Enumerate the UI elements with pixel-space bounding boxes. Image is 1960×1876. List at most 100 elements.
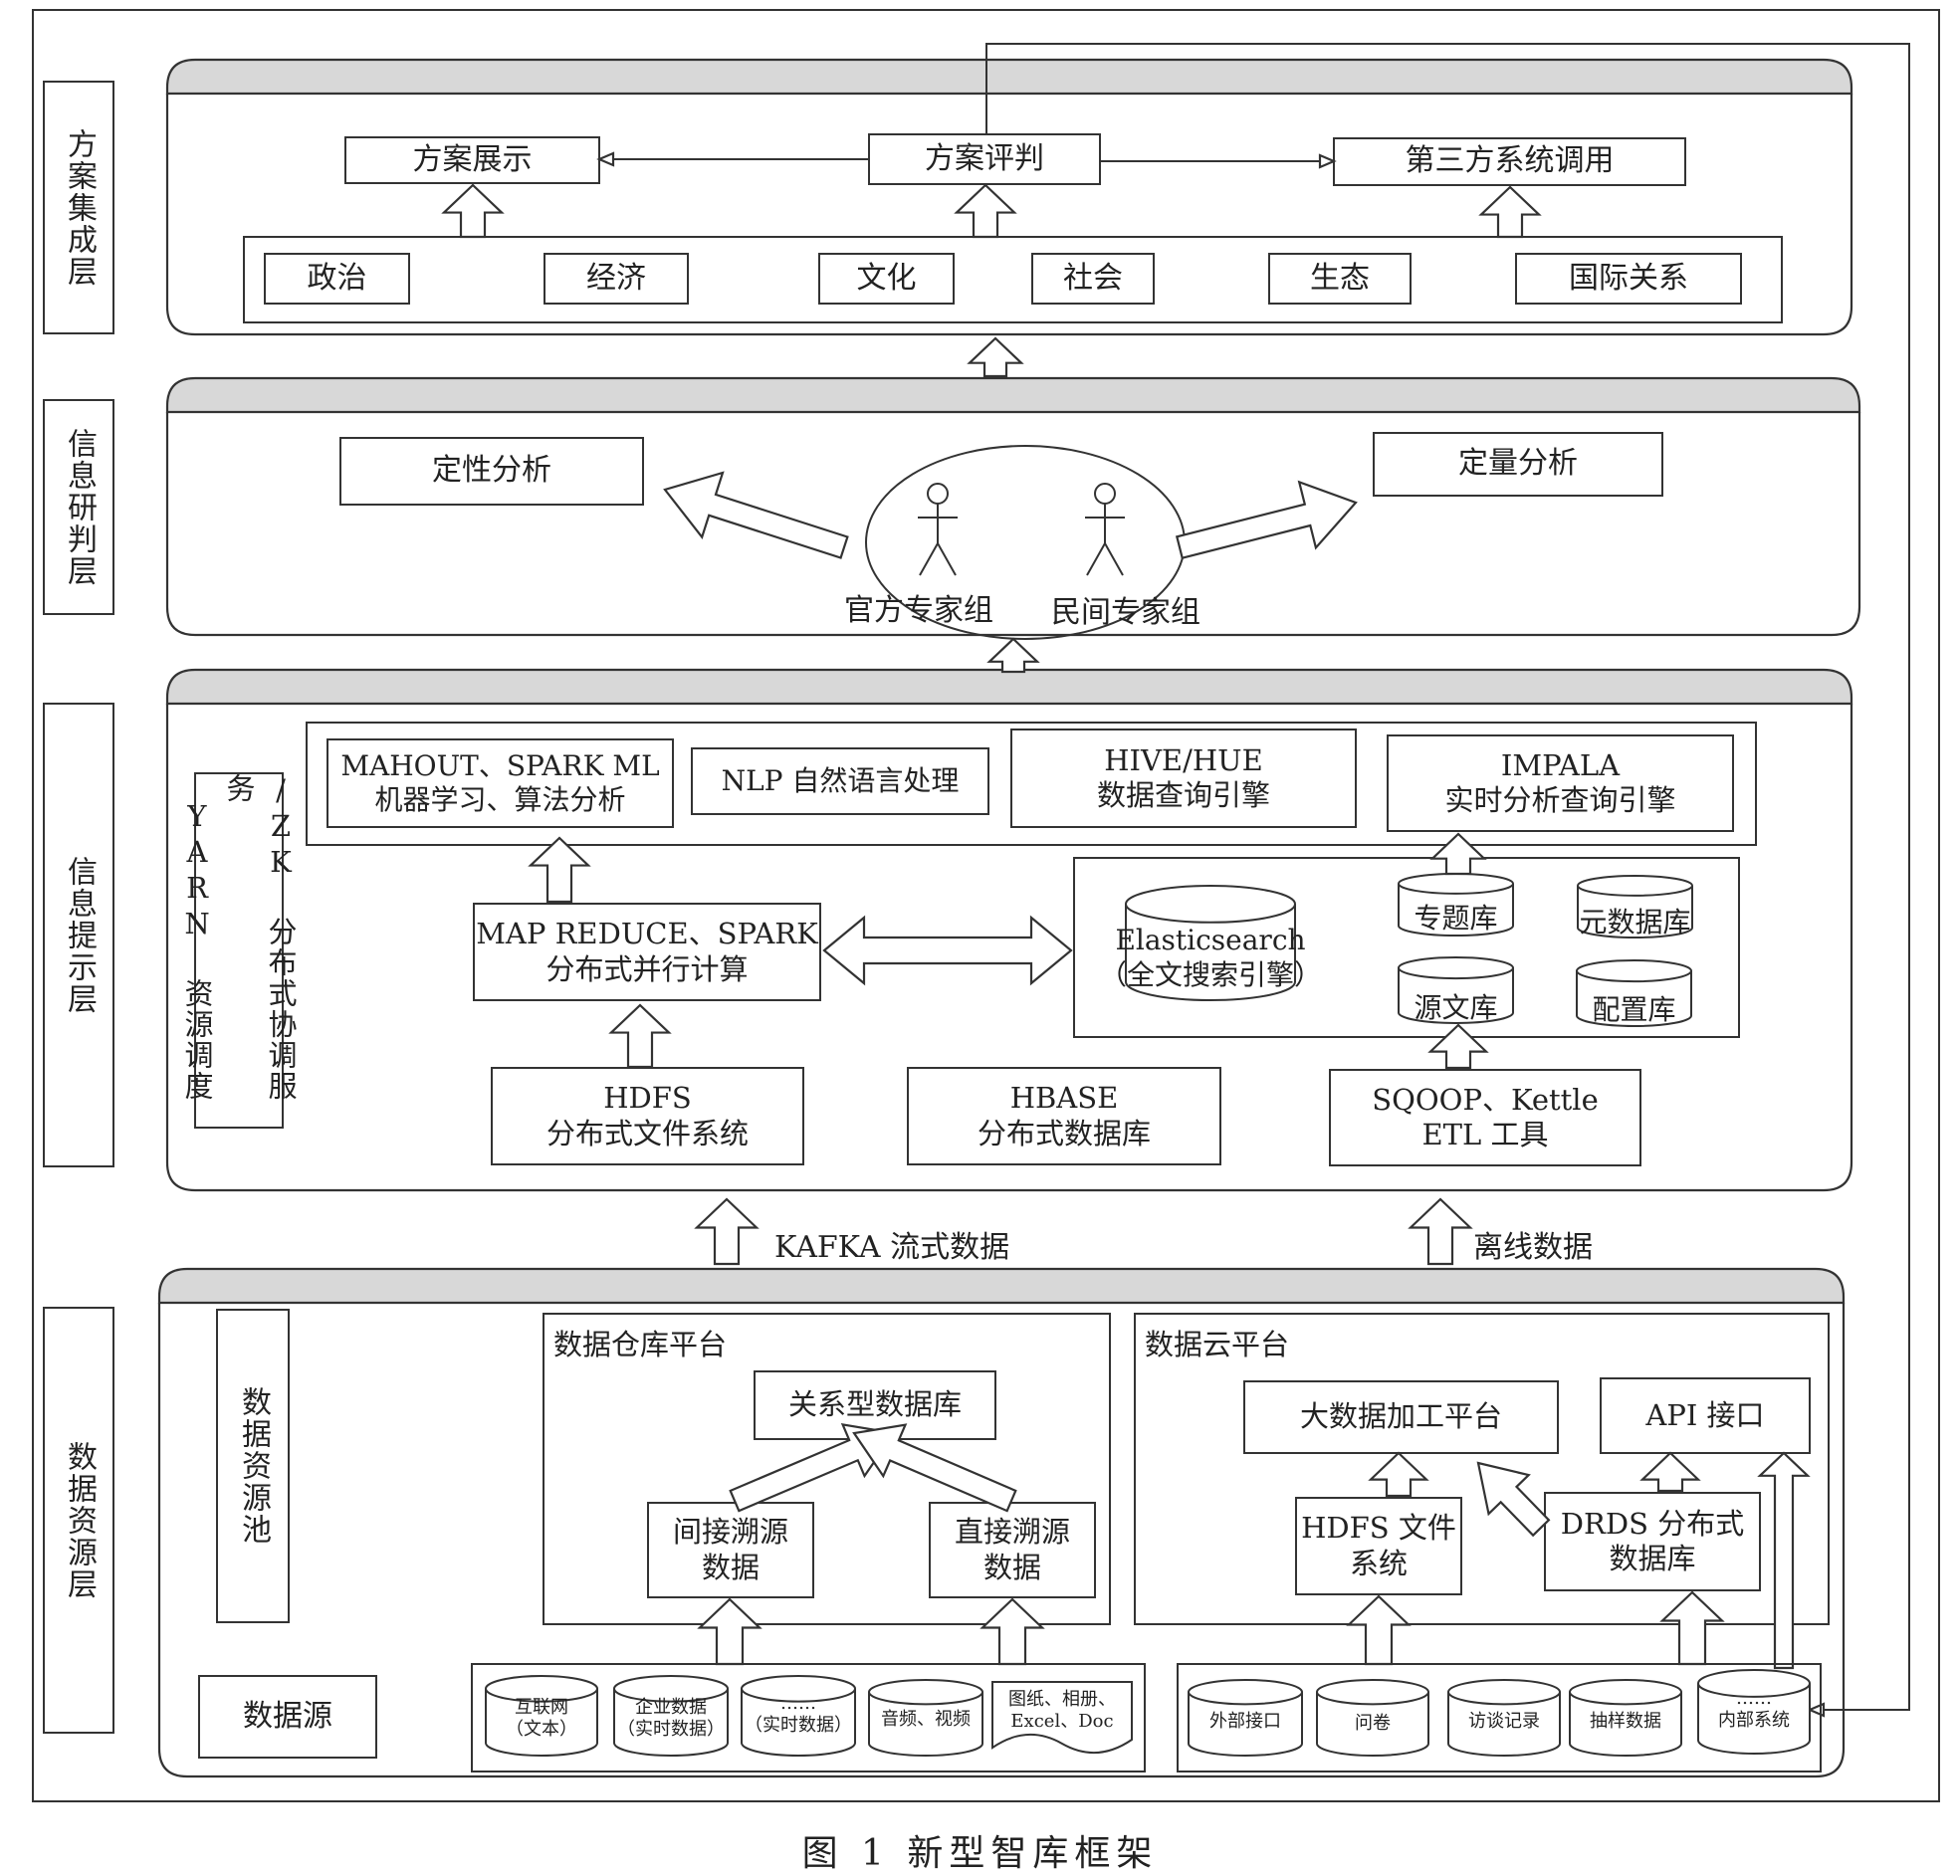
offline-data-label: 离线数据 bbox=[1473, 1230, 1593, 1265]
nlp-box: NLP 自然语言处理 bbox=[721, 763, 960, 797]
questionnaire-cylinder-body bbox=[1316, 1692, 1429, 1757]
official-expert-actor-right-leg bbox=[937, 542, 957, 576]
nlp-frame bbox=[691, 747, 989, 815]
evaluate-to-display-head bbox=[596, 151, 615, 167]
official-expert-actor-left-leg bbox=[919, 542, 939, 576]
prompt-panel-body bbox=[165, 704, 1853, 1192]
judgment-panel-header bbox=[165, 376, 1861, 414]
resource-panel-body bbox=[157, 1303, 1846, 1778]
elasticsearch-cylinder-top bbox=[1125, 885, 1296, 924]
internet-cylinder-body bbox=[485, 1688, 598, 1757]
config-db-cylinder-top bbox=[1576, 959, 1692, 983]
realtime-cylinder-body bbox=[741, 1688, 856, 1757]
cloud-container bbox=[1134, 1313, 1830, 1625]
meta-db-cylinder-top bbox=[1577, 875, 1693, 897]
source-db-label: 源文库 bbox=[1414, 990, 1498, 1024]
civil-expert-actor-left-leg bbox=[1086, 542, 1106, 576]
arrow-to-quantitative bbox=[1175, 480, 1358, 560]
mahout-frame bbox=[327, 738, 674, 828]
domain-international-frame bbox=[1515, 253, 1742, 305]
arrow-direct-to-relational bbox=[852, 1423, 1017, 1513]
source-internal-system: ……内部系统 bbox=[1718, 1688, 1790, 1731]
indirect-trace-box: 间接溯源数据 bbox=[672, 1515, 788, 1584]
sampling-cylinder-body bbox=[1569, 1692, 1682, 1757]
layer-resource-label-box bbox=[43, 1307, 114, 1734]
topic-db-cylinder-top bbox=[1398, 873, 1514, 895]
domain-society-frame bbox=[1031, 253, 1155, 305]
source-questionnaire: 问卷 bbox=[1355, 1713, 1391, 1735]
arrow-left-sources-to-direct bbox=[980, 1597, 1045, 1666]
arrow-sqoop-to-source-db bbox=[1427, 1023, 1489, 1070]
domain-economy-frame bbox=[544, 253, 689, 305]
relational-db-box: 关系型数据库 bbox=[787, 1387, 962, 1422]
evaluate-to-third-head bbox=[1318, 153, 1337, 169]
domain-culture: 文化 bbox=[856, 260, 917, 296]
api-interface-box: API 接口 bbox=[1645, 1397, 1765, 1432]
interview-cylinder-body bbox=[1447, 1692, 1561, 1757]
cloud-hdfs-box: HDFS 文件系统 bbox=[1301, 1511, 1456, 1580]
layer-label-integration: 方案集成层 bbox=[62, 127, 97, 288]
arrow-hdfs-to-mapreduce bbox=[608, 1003, 672, 1069]
arrow-cloud-hdfs-to-bigdata bbox=[1368, 1451, 1429, 1498]
config-db-label: 配置库 bbox=[1592, 992, 1676, 1026]
internal-system-cylinder-top bbox=[1697, 1669, 1811, 1698]
source-audio-video: 音频、视频 bbox=[881, 1709, 971, 1731]
analysis-container bbox=[306, 722, 1757, 846]
source-sampling-data: 抽样数据 bbox=[1590, 1711, 1661, 1733]
civil-expert-actor-right-leg bbox=[1104, 542, 1124, 576]
qualitative-analysis-box: 定性分析 bbox=[432, 453, 551, 489]
feedback-loop-line bbox=[985, 43, 1910, 1711]
layer-judgment-label-box bbox=[43, 399, 114, 615]
arrow-indirect-to-relational bbox=[729, 1422, 896, 1513]
source-documents: 图纸、相册、Excel、Doc bbox=[1008, 1689, 1116, 1732]
yarn-zk-frame bbox=[194, 772, 284, 1129]
judgment-panel-body bbox=[165, 412, 1861, 637]
realtime-cylinder-top bbox=[741, 1675, 856, 1703]
domain-society: 社会 bbox=[1063, 260, 1123, 296]
arrow-domains-to-evaluate bbox=[954, 183, 1017, 239]
arrow-right-sources-to-cloud-hdfs bbox=[1346, 1594, 1412, 1666]
layer-label-judgment: 信息研判层 bbox=[62, 427, 97, 587]
data-resource-pool-box: 数据资源池 bbox=[236, 1386, 271, 1546]
arrow-offline-data bbox=[1408, 1197, 1473, 1266]
outer-frame bbox=[32, 9, 1940, 1802]
layer-integration-label-box bbox=[43, 81, 114, 334]
domain-economy: 经济 bbox=[586, 260, 646, 296]
internal-system-cylinder-body bbox=[1697, 1683, 1811, 1755]
arrow-judgment-to-integration bbox=[967, 336, 1024, 378]
hive-hue-frame bbox=[1010, 729, 1357, 828]
layer-label-prompt: 信息提示层 bbox=[62, 855, 97, 1015]
elasticsearch-cylinder-body bbox=[1125, 904, 1296, 1001]
arrow-domains-to-third bbox=[1478, 185, 1542, 239]
direct-trace-box: 直接溯源数据 bbox=[954, 1515, 1070, 1584]
audio-video-cylinder-body bbox=[868, 1692, 983, 1757]
bigdata-processing-box: 大数据加工平台 bbox=[1299, 1399, 1502, 1434]
topic-db-label: 专题库 bbox=[1414, 901, 1498, 935]
interview-cylinder-top bbox=[1447, 1679, 1561, 1706]
arrow-to-qualitative bbox=[663, 471, 849, 559]
source-realtime: ……（实时数据） bbox=[745, 1693, 852, 1736]
domain-politics: 政治 bbox=[307, 260, 367, 296]
arrow-drds-to-bigdata bbox=[1476, 1461, 1551, 1538]
domain-ecology-frame bbox=[1268, 253, 1412, 305]
elasticsearch-label: Elasticsearch（全文搜索引擎） bbox=[1098, 924, 1322, 991]
left-sources-container bbox=[471, 1663, 1146, 1772]
domain-culture-frame bbox=[818, 253, 955, 305]
arrow-prompt-to-judgment bbox=[986, 637, 1040, 674]
civil-expert-group-label: 民间专家组 bbox=[1051, 595, 1200, 630]
external-interface-cylinder-body bbox=[1188, 1692, 1303, 1757]
civil-expert-actor-head bbox=[1094, 483, 1116, 505]
enterprise-cylinder-top bbox=[613, 1675, 729, 1703]
source-db-cylinder-body bbox=[1398, 967, 1514, 1024]
resource-panel-header bbox=[157, 1267, 1846, 1305]
cloud-hdfs-frame bbox=[1295, 1497, 1462, 1595]
sampling-cylinder-top bbox=[1569, 1679, 1682, 1706]
direct-trace-frame bbox=[929, 1502, 1096, 1598]
questionnaire-cylinder-top bbox=[1316, 1679, 1429, 1706]
indirect-trace-frame bbox=[647, 1502, 814, 1598]
